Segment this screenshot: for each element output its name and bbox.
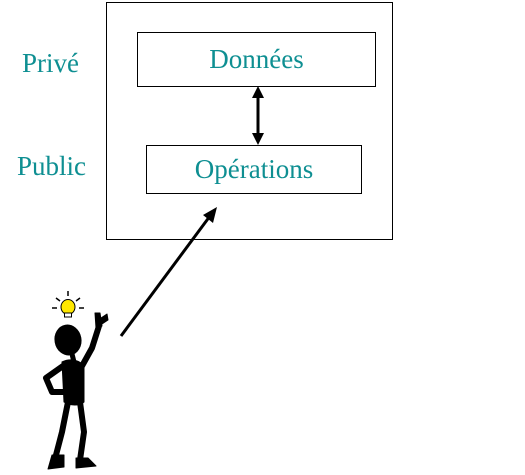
private-label: Privé	[22, 48, 79, 78]
data-box: Données	[137, 32, 376, 87]
access-arrow-icon	[119, 207, 217, 337]
double-arrow-icon	[252, 86, 264, 145]
thinking-stick-figure-icon	[43, 312, 109, 470]
light-bulb-icon	[52, 291, 84, 318]
operations-box: Opérations	[146, 145, 362, 194]
public-label: Public	[17, 151, 87, 181]
object-boundary-box	[106, 2, 393, 240]
